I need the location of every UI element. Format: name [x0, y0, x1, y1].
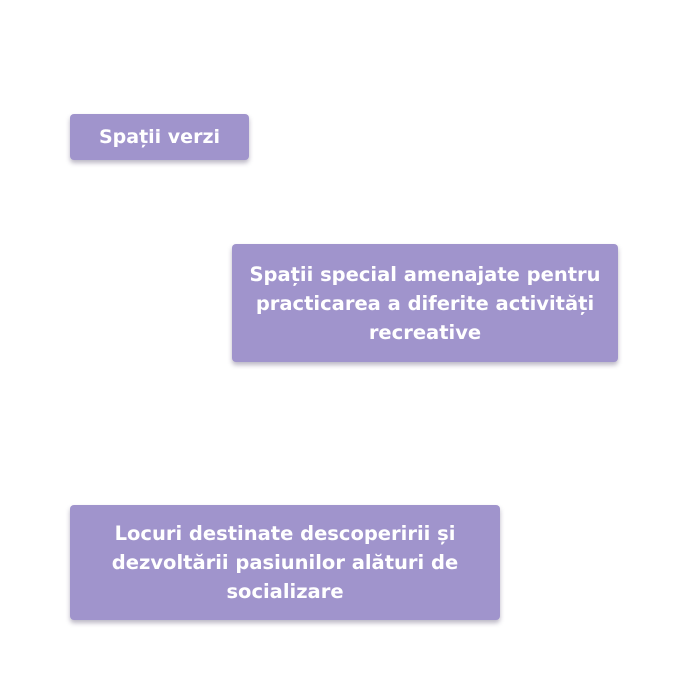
card-recreational-spaces-label: Spații special amenajate pentru practica…	[249, 262, 601, 344]
card-passion-places: Locuri destinate descoperirii și dezvolt…	[70, 505, 500, 620]
card-passion-places-label: Locuri destinate descoperirii și dezvolt…	[111, 522, 459, 603]
card-green-spaces: Spații verzi	[70, 114, 249, 160]
card-green-spaces-label: Spații verzi	[98, 126, 221, 148]
card-recreational-spaces: Spații special amenajate pentru practica…	[232, 244, 618, 362]
